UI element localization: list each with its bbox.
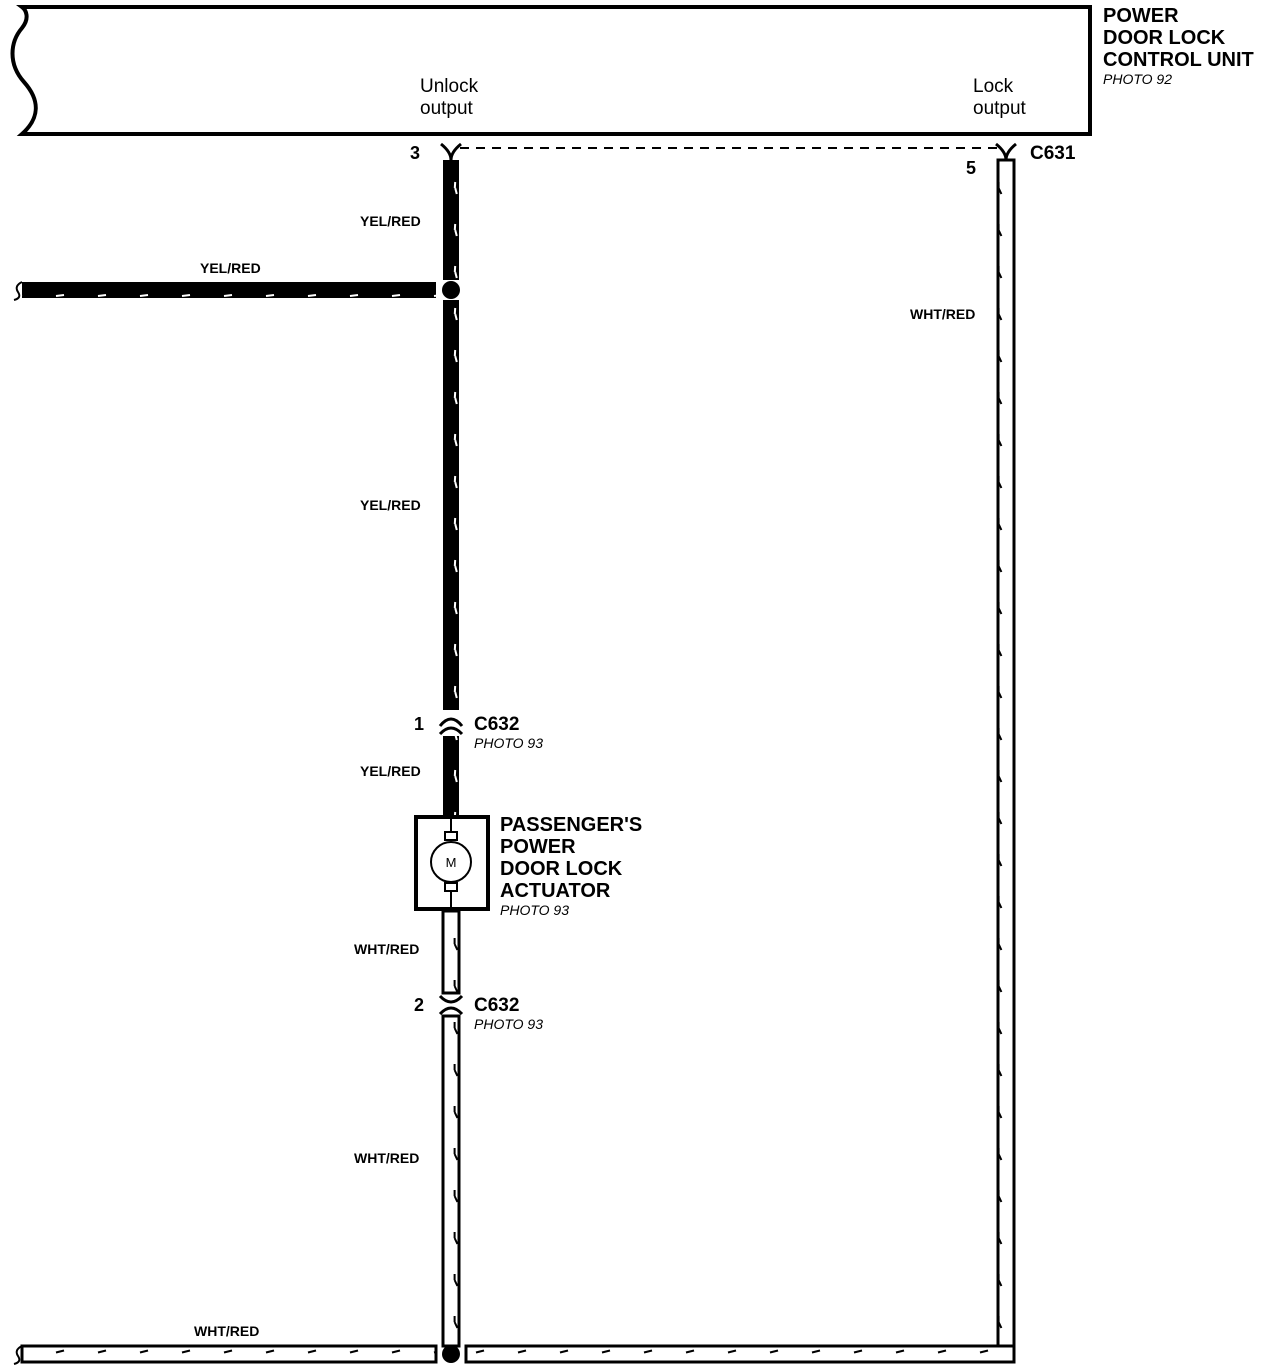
yel-red-splice-dot: [442, 281, 460, 299]
yel-red-wire-to-actuator: [443, 736, 459, 816]
actuator-box: [414, 815, 490, 911]
wht-red-wire-lower: [441, 1014, 461, 1348]
c631-pin-5-label: 5: [966, 158, 976, 178]
yel-red-wire-middle: [443, 300, 459, 710]
lock-output-label-line-1: Lock: [973, 76, 1014, 97]
wht-red-wire-break-mark: [13, 1345, 23, 1365]
wht-red-wire-label-below-actuator: WHT/RED: [354, 941, 419, 957]
lock-output-label-line-2: output: [973, 98, 1027, 119]
control-unit-title-line-3: CONTROL UNIT: [1103, 49, 1254, 71]
wht-red-wire-label-right: WHT/RED: [910, 306, 975, 322]
wht-red-wire-bottom-left: [20, 1344, 438, 1364]
c632-upper-photo-ref: PHOTO 93: [474, 735, 543, 751]
actuator-title-line-2: POWER: [500, 836, 576, 858]
motor-symbol-label: M: [446, 855, 457, 870]
control-unit-box: [10, 5, 1092, 136]
actuator-title-line-4: ACTUATOR: [500, 880, 611, 902]
c631-pin-5-terminal: [995, 142, 1017, 161]
wht-red-wire-bottom-right: [464, 1344, 1016, 1364]
yel-red-wire-branch-left: [22, 282, 436, 298]
control-unit-title-line-2: DOOR LOCK: [1103, 27, 1226, 49]
c632-lower-connector-label: C632: [474, 995, 519, 1016]
yel-red-wire-label-top: YEL/RED: [360, 213, 421, 229]
yel-red-wire-top: [443, 160, 459, 280]
yel-red-wire-label-branch: YEL/RED: [200, 260, 261, 276]
c632-pin-2-terminal-upper: [438, 994, 464, 1004]
actuator-title-line-1: PASSENGER'S: [500, 814, 642, 836]
c632-pin-2-terminal-lower: [438, 1006, 464, 1016]
c632-lower-photo-ref: PHOTO 93: [474, 1016, 543, 1032]
actuator-title-line-3: DOOR LOCK: [500, 858, 623, 880]
wht-red-wire-label-lower: WHT/RED: [354, 1150, 419, 1166]
c632-pin-1-terminal-lower: [438, 726, 464, 736]
wht-red-splice-dot: [442, 1345, 460, 1363]
yel-red-wire-break-mark: [13, 281, 23, 301]
wht-red-wire-right-vertical: [996, 158, 1016, 1352]
unlock-output-label-line-1: Unlock: [420, 76, 479, 97]
control-unit-photo-ref: PHOTO 92: [1103, 71, 1172, 87]
c632-pin-2-label: 2: [414, 995, 424, 1015]
yel-red-wire-label-low: YEL/RED: [360, 763, 421, 779]
c631-pin-3-terminal: [440, 142, 462, 161]
c632-pin-1-label: 1: [414, 714, 424, 734]
wht-red-wire-label-bottom: WHT/RED: [194, 1323, 259, 1339]
actuator-photo-ref: PHOTO 93: [500, 902, 569, 918]
c631-pin-3-label: 3: [410, 143, 420, 163]
wht-red-wire-below-actuator: [441, 909, 461, 995]
c632-upper-connector-label: C632: [474, 714, 519, 735]
c631-connector-label: C631: [1030, 143, 1076, 164]
control-unit-title-line-1: POWER: [1103, 5, 1179, 27]
unlock-output-label-line-2: output: [420, 98, 474, 119]
yel-red-wire-label-middle: YEL/RED: [360, 497, 421, 513]
c632-pin-1-terminal-upper: [438, 717, 464, 727]
